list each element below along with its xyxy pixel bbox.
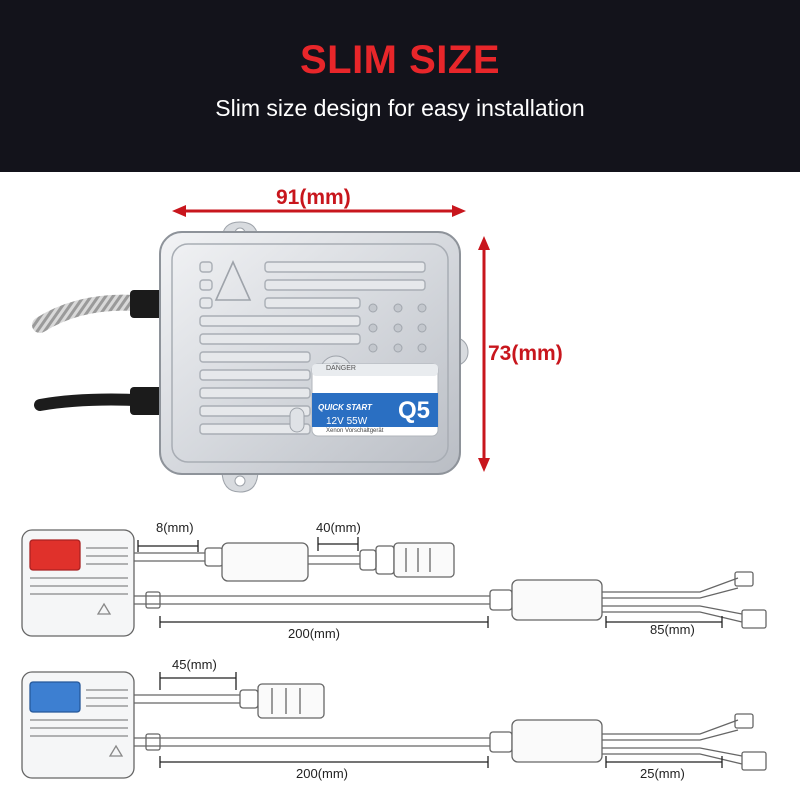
top-dim-cable: 200(mm) <box>288 626 341 641</box>
page-title: SLIM SIZE <box>299 38 501 82</box>
bottom-dim-tail: 25(mm) <box>640 766 685 781</box>
top-dim-connector: 40(mm) <box>316 520 361 535</box>
height-label: 73(mm) <box>488 342 563 365</box>
braided-cable <box>32 290 164 333</box>
diagram-bottom <box>21 671 767 779</box>
top-dim-tail: 85(mm) <box>650 622 695 637</box>
page-subtitle: Slim size design for easy installation <box>215 95 585 121</box>
width-label: 91(mm) <box>276 186 351 209</box>
label-spec: 12V 55W <box>326 416 368 427</box>
black-cable <box>34 387 164 415</box>
diagram-top <box>21 529 767 637</box>
label-danger: DANGER <box>326 365 356 372</box>
label-brand: QUICK START <box>318 403 372 412</box>
label-sub: Xenon Vorschaltgerät <box>326 428 384 434</box>
height-dimension-arrow <box>478 236 490 472</box>
width-dimension-arrow <box>172 205 466 217</box>
ballast-body <box>159 221 469 493</box>
top-dim-short: 8(mm) <box>156 520 194 535</box>
bottom-dim-connector: 45(mm) <box>172 657 217 672</box>
label-model: Q5 <box>398 397 431 424</box>
header-banner: SLIM SIZE Slim size design for easy inst… <box>0 0 800 172</box>
bottom-dim-cable: 200(mm) <box>296 766 349 781</box>
